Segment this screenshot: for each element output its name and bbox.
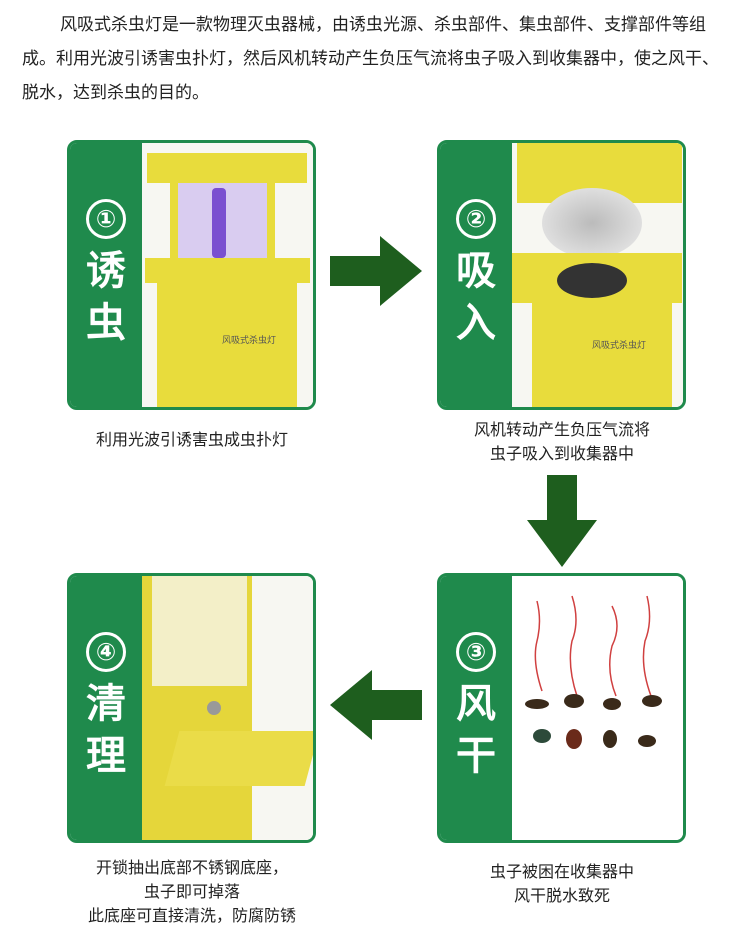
- caption-line: 虫子吸入到收集器中: [489, 444, 634, 463]
- fan-suction-image: 风吸式杀虫灯: [512, 143, 683, 407]
- step-2-panel: ② 吸入 风吸式杀虫灯: [437, 140, 686, 410]
- step-title-1: 诱: [86, 248, 126, 294]
- step-number: ④: [86, 632, 126, 672]
- step-number: ②: [456, 199, 496, 239]
- step-title-1: 吸: [456, 248, 496, 294]
- drawer-cleaning-image: [142, 576, 313, 840]
- caption-line: 此底座可直接清洗，防腐防锈: [87, 906, 296, 925]
- step-title-2: 理: [86, 733, 126, 779]
- caption-line: 风机转动产生负压气流将: [473, 420, 650, 439]
- insects-illustration: [525, 595, 662, 749]
- step-4-caption: 开锁抽出底部不锈钢底座， 虫子即可掉落此底座可直接清洗，防腐防锈: [42, 856, 342, 928]
- step-1-caption: 利用光波引诱害虫成虫扑灯: [95, 430, 288, 449]
- caption-line: 虫子被困在收集器中: [489, 862, 634, 881]
- step-title-2: 入: [456, 300, 496, 346]
- dried-insects-image: [512, 576, 683, 840]
- step-title-1: 风: [456, 681, 496, 727]
- caption-line: 开锁抽出底部不锈钢底座，: [95, 858, 288, 877]
- step-title-1: 清: [86, 681, 126, 727]
- step-3-caption: 虫子被困在收集器中风干脱水致死: [412, 860, 712, 908]
- caption-line: 风干脱水致死: [513, 886, 610, 905]
- arrow-down-icon: [527, 475, 597, 567]
- intro-paragraph: 风吸式杀虫灯是一款物理灭虫器械，由诱虫光源、杀虫部件、集虫部件、支撑部件等组成。…: [22, 15, 719, 103]
- arrow-right-icon: [330, 236, 422, 306]
- caption-line: 虫子即可掉落: [143, 882, 240, 901]
- device-label: 风吸式杀虫灯: [592, 341, 647, 351]
- step-1-panel: ① 诱虫 风吸式杀虫灯: [67, 140, 316, 410]
- insect-lamp-image: 风吸式杀虫灯: [142, 143, 313, 407]
- arrow-left-icon: [330, 670, 422, 740]
- step-4-panel: ④ 清理: [67, 573, 316, 843]
- step-2-caption: 风机转动产生负压气流将虫子吸入到收集器中: [412, 418, 712, 466]
- step-number: ①: [86, 199, 126, 239]
- device-label: 风吸式杀虫灯: [222, 336, 277, 346]
- step-title-2: 虫: [86, 300, 126, 346]
- step-title-2: 干: [456, 733, 496, 779]
- step-number: ③: [456, 632, 496, 672]
- step-3-panel: ③ 风干: [437, 573, 686, 843]
